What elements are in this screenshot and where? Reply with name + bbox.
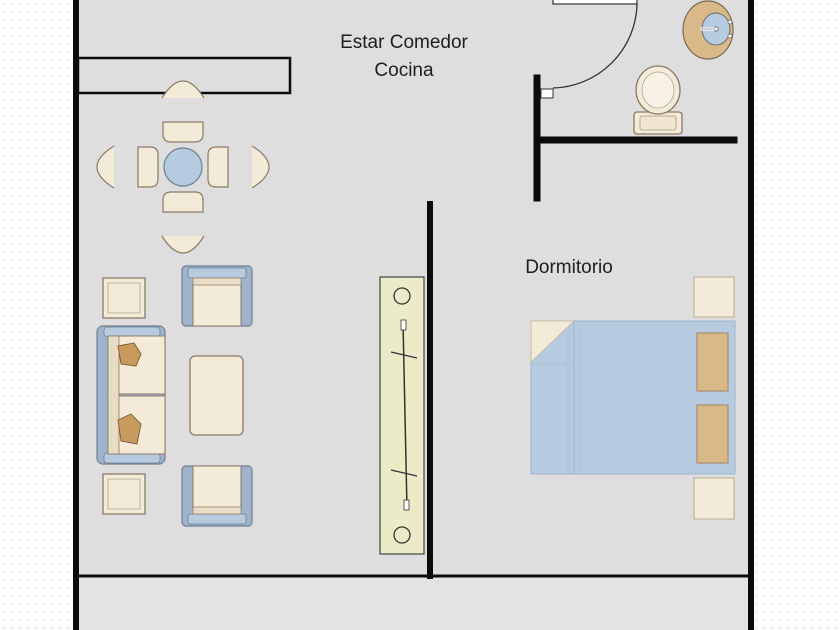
chair-right — [207, 145, 270, 189]
room-label-living: Estar Comedor Cocina — [320, 32, 488, 82]
chair-left — [96, 145, 159, 189]
sliding-door-icon[interactable] — [379, 276, 425, 555]
dining-table — [163, 147, 203, 187]
walls — [73, 0, 754, 630]
side-table-top — [102, 277, 146, 319]
room-label-bedroom: Dormitorio — [525, 257, 613, 278]
folded-sheet — [530, 320, 575, 363]
coffee-table — [189, 355, 244, 436]
nightstand-top — [693, 276, 735, 318]
armchair-bottom — [181, 465, 253, 527]
round-table-icon — [96, 80, 270, 254]
cushion-upper — [117, 342, 142, 367]
door-panel — [552, 0, 638, 5]
sink-icon — [682, 0, 734, 60]
pillow-upper — [696, 332, 729, 392]
chair-top — [161, 80, 205, 143]
pillow-lower — [696, 404, 729, 464]
door-stop — [540, 88, 554, 99]
side-table-bottom — [102, 473, 146, 515]
chair-bottom — [161, 191, 205, 254]
door-swing-arc — [552, 3, 638, 89]
bottom-strip — [76, 576, 750, 630]
toilet-icon — [633, 65, 683, 135]
armchair-top — [181, 265, 253, 327]
room-label-living-line1: Estar Comedor — [340, 32, 468, 53]
nightstand-bottom — [693, 477, 735, 520]
cushion-lower — [117, 413, 142, 445]
sofa-icon — [96, 325, 166, 465]
bed-icon — [530, 276, 736, 520]
room-label-living-line2: Cocina — [374, 60, 434, 81]
bathroom-door[interactable] — [540, 0, 638, 99]
